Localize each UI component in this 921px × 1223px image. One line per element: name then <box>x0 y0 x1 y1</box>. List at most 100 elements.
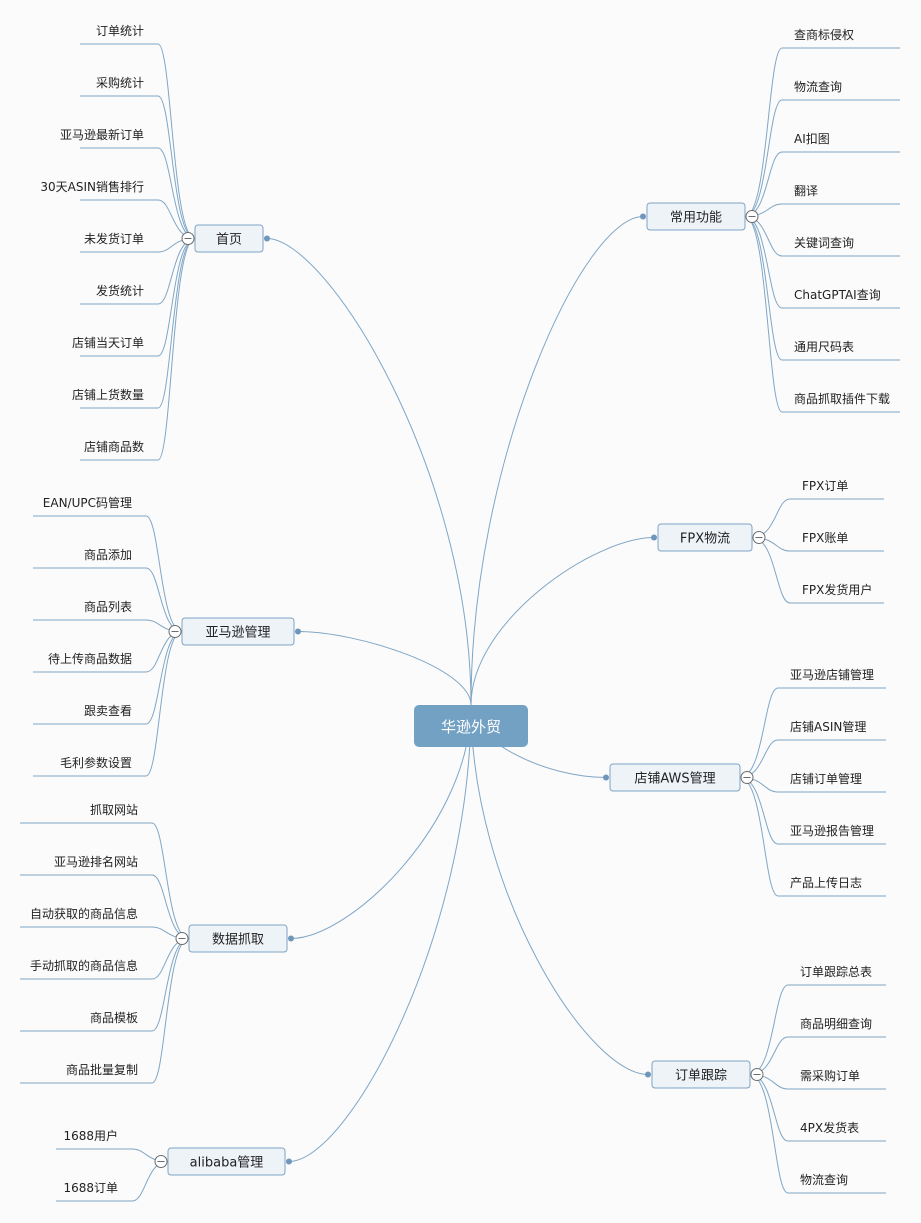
connector-amazon <box>297 631 472 706</box>
branch-box-alibaba <box>167 1147 286 1176</box>
collapse-toggle-alibaba[interactable] <box>154 1155 168 1168</box>
collapse-toggle-home[interactable] <box>181 232 195 245</box>
leaf-connector-amazon-1 <box>145 567 183 632</box>
leaf-common-7[interactable]: 商品抓取插件下载 <box>794 391 890 406</box>
connector-dot-home <box>264 235 270 242</box>
branch-node-alibaba[interactable]: alibaba管理 <box>167 1147 286 1176</box>
leaf-common-3[interactable]: 翻译 <box>794 184 818 198</box>
branch-node-home[interactable]: 首页 <box>194 224 264 253</box>
leaf-track-2[interactable]: 需采购订单 <box>800 1068 860 1083</box>
connector-dot-alibaba <box>286 1158 292 1165</box>
branch-box-aws <box>609 763 741 792</box>
leaf-scrape-5[interactable]: 商品批量复制 <box>66 1062 138 1077</box>
leaf-amazon-1[interactable]: 商品添加 <box>84 547 132 562</box>
leaf-scrape-0[interactable]: 抓取网站 <box>90 803 138 817</box>
branch-label-track: 订单跟踪 <box>675 1069 727 1084</box>
leaf-scrape-2[interactable]: 自动获取的商品信息 <box>30 906 138 921</box>
leaf-home-4[interactable]: 未发货订单 <box>84 231 144 246</box>
leaf-home-0[interactable]: 订单统计 <box>96 24 144 38</box>
leaf-track-3[interactable]: 4PX发货表 <box>800 1120 859 1135</box>
root-box <box>414 705 528 747</box>
connector-dot-track <box>645 1071 651 1078</box>
leaf-connector-home-1 <box>157 95 196 239</box>
branch-node-track[interactable]: 订单跟踪 <box>651 1060 751 1089</box>
connector-dot-amazon <box>295 628 301 635</box>
branch-box-fpx <box>657 523 753 552</box>
collapse-toggle-common[interactable] <box>745 210 759 223</box>
leaf-home-5[interactable]: 发货统计 <box>96 283 144 298</box>
connector-dot-fpx <box>651 534 657 541</box>
leaf-connector-scrape-5 <box>151 938 190 1084</box>
leaf-track-4[interactable]: 物流查询 <box>800 1173 848 1187</box>
leaf-home-7[interactable]: 店铺上货数量 <box>72 387 144 402</box>
leaf-common-4[interactable]: 关键词查询 <box>794 236 854 250</box>
collapse-toggle-amazon[interactable] <box>168 625 182 638</box>
leaf-common-1[interactable]: 物流查询 <box>794 80 842 94</box>
connector-dot-common <box>640 213 646 220</box>
connector-fpx <box>470 537 655 706</box>
leaf-common-0[interactable]: 查商标侵权 <box>794 27 854 42</box>
collapse-toggle-scrape[interactable] <box>175 932 189 945</box>
leaf-track-0[interactable]: 订单跟踪总表 <box>800 965 872 979</box>
connector-dot-scrape <box>288 935 294 942</box>
leaf-connector-common-0 <box>744 47 783 217</box>
leaf-amazon-2[interactable]: 商品列表 <box>84 599 132 614</box>
leaf-connector-track-3 <box>749 1074 789 1142</box>
leaf-alibaba-1[interactable]: 1688订单 <box>63 1181 118 1195</box>
leaf-common-6[interactable]: 通用尺码表 <box>794 340 854 354</box>
root-node[interactable]: 华逊外贸 <box>414 705 528 747</box>
branch-box-common <box>646 202 746 231</box>
leaf-scrape-4[interactable]: 商品模板 <box>90 1010 138 1025</box>
leaf-connector-aws-0 <box>739 687 779 778</box>
branch-node-scrape[interactable]: 数据抓取 <box>188 924 288 953</box>
leaf-scrape-1[interactable]: 亚马逊排名网站 <box>54 854 138 869</box>
leaf-connector-amazon-5 <box>145 631 183 777</box>
connectors <box>20 43 900 1202</box>
leaf-home-1[interactable]: 采购统计 <box>96 75 144 90</box>
branch-node-aws[interactable]: 店铺AWS管理 <box>609 763 741 792</box>
leaf-aws-1[interactable]: 店铺ASIN管理 <box>790 719 866 734</box>
connector-common <box>470 216 644 706</box>
leaf-aws-3[interactable]: 亚马逊报告管理 <box>790 823 874 838</box>
branch-box-scrape <box>188 924 288 953</box>
leaf-fpx-1[interactable]: FPX账单 <box>802 531 848 545</box>
branch-box-home <box>194 224 264 253</box>
leaf-scrape-3[interactable]: 手动抓取的商品信息 <box>30 958 138 973</box>
leaf-track-1[interactable]: 商品明细查询 <box>800 1016 872 1031</box>
branch-box-amazon <box>181 617 295 646</box>
leaf-alibaba-0[interactable]: 1688用户 <box>63 1128 118 1143</box>
leaf-home-6[interactable]: 店铺当天订单 <box>72 336 144 350</box>
leaf-amazon-3[interactable]: 待上传商品数据 <box>48 651 132 666</box>
leaf-connector-common-7 <box>744 216 783 413</box>
branch-node-common[interactable]: 常用功能 <box>646 202 746 231</box>
leaf-common-5[interactable]: ChatGPTAI查询 <box>794 288 881 302</box>
branch-label-common: 常用功能 <box>670 211 722 226</box>
leaf-connector-home-7 <box>157 238 196 409</box>
branch-node-amazon[interactable]: 亚马逊管理 <box>181 617 295 646</box>
collapse-toggle-fpx[interactable] <box>752 531 766 544</box>
leaf-home-3[interactable]: 30天ASIN销售排行 <box>40 179 144 194</box>
branch-label-aws: 店铺AWS管理 <box>634 772 715 787</box>
collapse-toggle-track[interactable] <box>750 1068 764 1081</box>
leaf-home-2[interactable]: 亚马逊最新订单 <box>60 127 144 142</box>
branch-label-fpx: FPX物流 <box>680 532 730 547</box>
leaf-amazon-5[interactable]: 毛利参数设置 <box>60 755 132 770</box>
collapse-toggle-aws[interactable] <box>740 771 754 784</box>
leaf-aws-2[interactable]: 店铺订单管理 <box>790 771 862 786</box>
leaf-aws-4[interactable]: 产品上传日志 <box>790 875 862 890</box>
branch-box-track <box>651 1060 751 1089</box>
leaf-aws-0[interactable]: 亚马逊店铺管理 <box>790 667 874 682</box>
leaf-connector-home-0 <box>157 43 196 239</box>
leaf-common-2[interactable]: AI扣图 <box>794 132 830 146</box>
leaf-fpx-2[interactable]: FPX发货用户 <box>802 582 872 597</box>
leaf-amazon-4[interactable]: 跟卖查看 <box>84 704 132 718</box>
branch-label-scrape: 数据抓取 <box>212 933 264 948</box>
leaf-connector-track-4 <box>749 1074 789 1194</box>
branch-node-fpx[interactable]: FPX物流 <box>657 523 753 552</box>
leaf-fpx-0[interactable]: FPX订单 <box>802 479 848 493</box>
leaf-connector-home-8 <box>157 238 196 461</box>
leaf-amazon-0[interactable]: EAN/UPC码管理 <box>43 495 132 510</box>
leaf-home-8[interactable]: 店铺商品数 <box>84 439 144 454</box>
